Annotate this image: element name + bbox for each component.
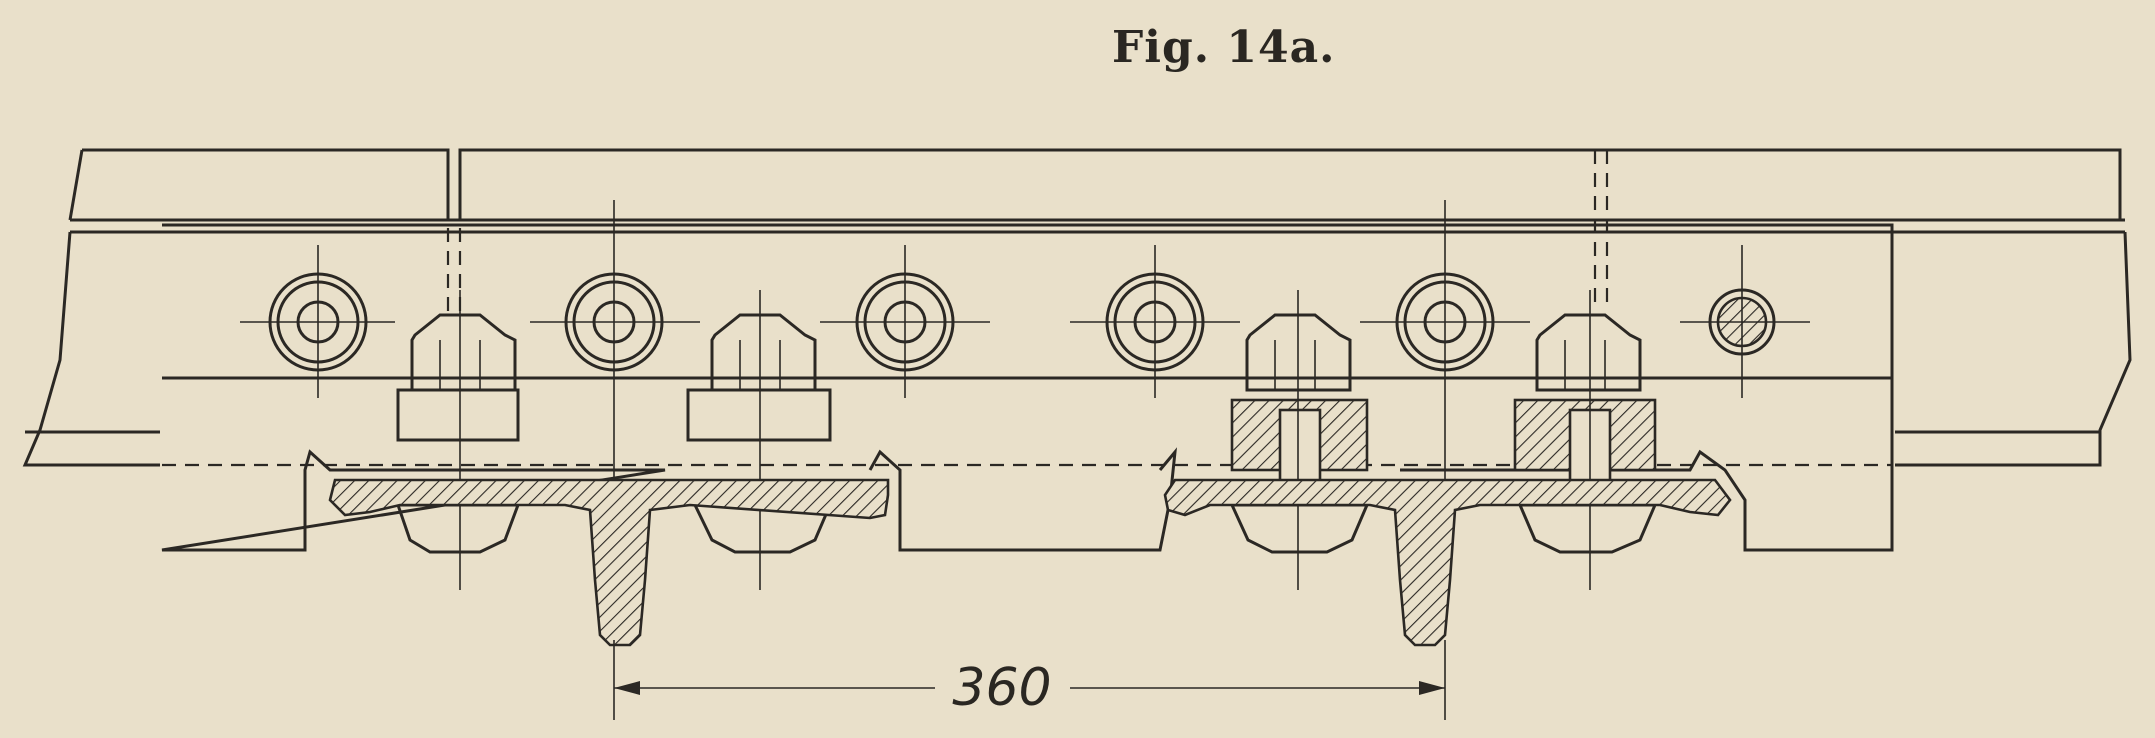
- clamp-bolt: [395, 290, 521, 590]
- clamp-bolt: [1229, 290, 1370, 590]
- bolt-row: [240, 200, 1810, 620]
- clamp-bolt: [686, 290, 833, 590]
- rail-web: [22, 231, 2132, 467]
- fishplate: [161, 223, 1894, 552]
- tie-plate-right: [1163, 478, 1732, 647]
- dimension-label: 360: [952, 658, 1051, 718]
- clamp-bolt: [1513, 290, 1658, 590]
- rail-joint-lines: [446, 150, 1609, 320]
- rail-head: [68, 148, 2125, 234]
- tie-plate-left: [328, 478, 890, 647]
- dimension-360: 360: [613, 640, 1446, 720]
- bolt-centerlines: [240, 200, 1810, 620]
- figure-title: Fig. 14a.: [1112, 22, 1336, 73]
- clamp-bolts: [395, 290, 1658, 590]
